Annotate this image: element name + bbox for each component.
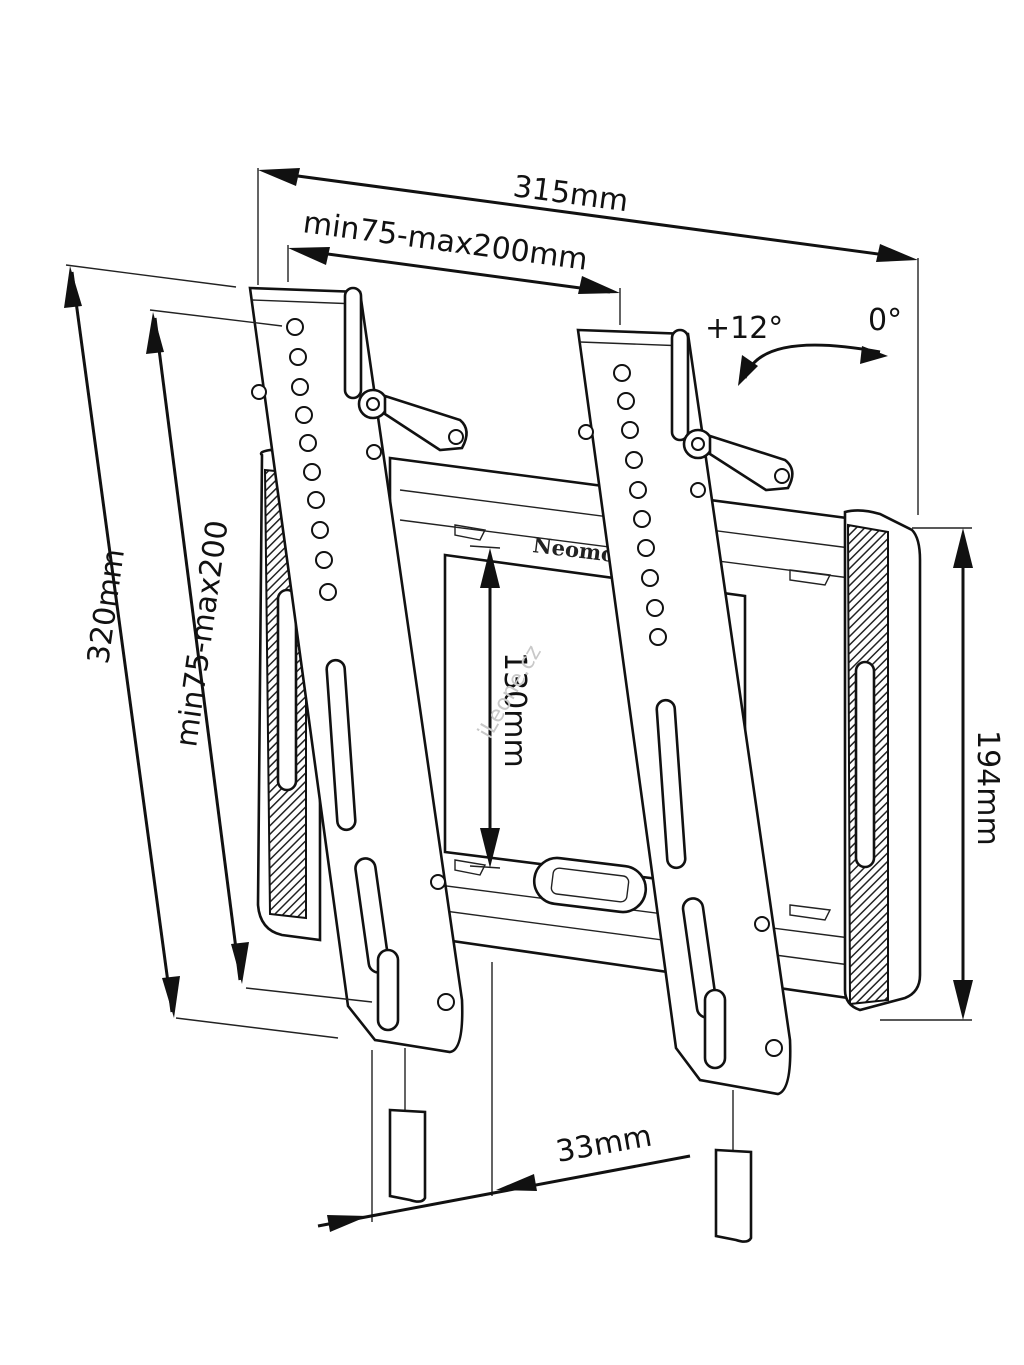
right-tilt-arm: [576, 328, 794, 1243]
label-tilt-zero: 0°: [868, 303, 902, 338]
left-tilt-arm: [248, 286, 468, 1203]
right-spacer-pad: [843, 509, 922, 1012]
label-33mm: 33mm: [553, 1119, 654, 1170]
label-horizontal-spacing: min75-max200mm: [301, 205, 590, 278]
label-194mm: 194mm: [970, 730, 1005, 846]
dimension-194mm: 194mm: [880, 527, 1005, 1021]
tilt-angle-indicator: +12° 0°: [705, 303, 902, 386]
label-315mm: 315mm: [511, 169, 630, 219]
dimension-130mm: 130mm: [469, 545, 532, 869]
label-320mm: 320mm: [81, 547, 132, 666]
label-130mm: 130mm: [497, 652, 532, 768]
dimension-320mm: 320mm: [64, 264, 339, 1039]
label-vertical-spacing: min75-max200: [169, 518, 235, 749]
label-tilt-plus: +12°: [705, 311, 783, 346]
